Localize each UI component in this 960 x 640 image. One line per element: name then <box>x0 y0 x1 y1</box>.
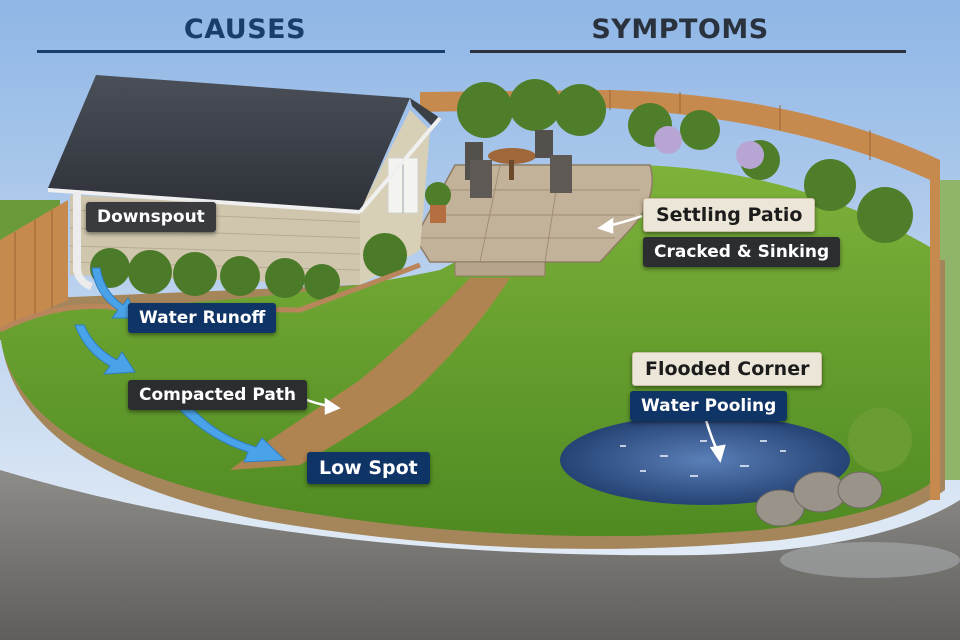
label-water-runoff: Water Runoff <box>128 303 277 333</box>
symptoms-heading-rule <box>470 50 906 53</box>
symptoms-heading: SYMPTOMS <box>591 14 769 45</box>
label-water-pooling: Water Pooling <box>630 391 788 421</box>
label-settling-patio: Settling Patio <box>643 198 816 232</box>
causes-heading: CAUSES <box>183 14 307 45</box>
label-low-spot: Low Spot <box>307 452 430 484</box>
label-flooded-corner: Flooded Corner <box>632 352 823 386</box>
label-cracked-sinking: Cracked & Sinking <box>643 237 841 267</box>
label-compacted-path: Compacted Path <box>128 380 308 410</box>
label-downspout: Downspout <box>86 202 216 232</box>
causes-heading-rule <box>37 50 445 53</box>
